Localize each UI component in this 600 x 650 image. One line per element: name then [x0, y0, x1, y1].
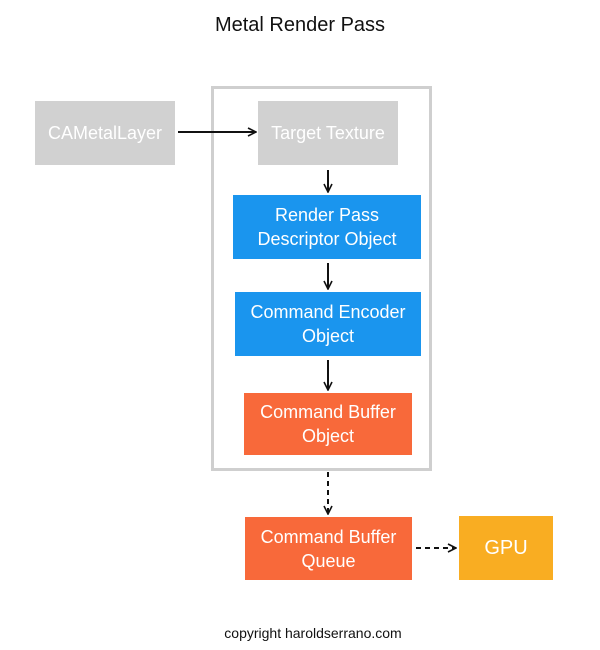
- command-buffer-queue-node: Command Buffer Queue: [245, 517, 412, 580]
- target-texture-node: Target Texture: [258, 101, 398, 165]
- gpu-node: GPU: [459, 516, 553, 580]
- render-pass-descriptor-node: Render Pass Descriptor Object: [233, 195, 421, 259]
- cametal-layer-node: CAMetalLayer: [35, 101, 175, 165]
- render-pass-frame: [211, 86, 432, 471]
- diagram-title: Metal Render Pass: [214, 14, 386, 36]
- command-buffer-node: Command Buffer Object: [244, 393, 412, 455]
- copyright-footer: copyright haroldserrano.com: [224, 625, 402, 641]
- command-encoder-node: Command Encoder Object: [235, 292, 421, 356]
